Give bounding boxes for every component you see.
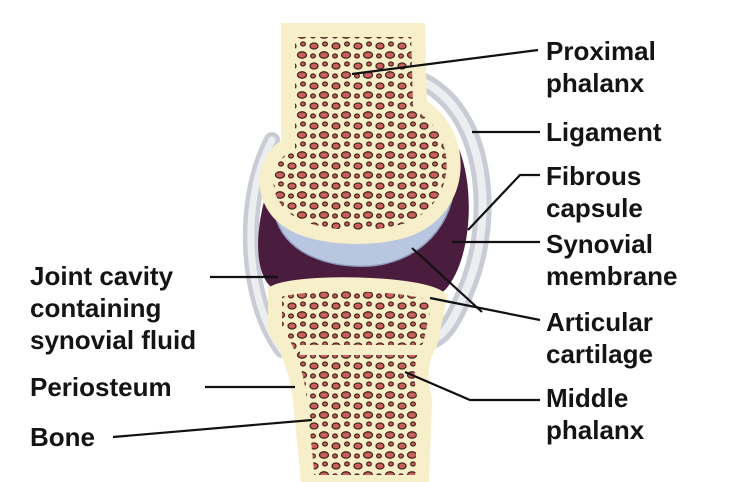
leader-lines (112, 48, 541, 439)
label-periosteum: Periosteum (30, 372, 172, 402)
leader-articular-cartilage-bottom (429, 296, 541, 322)
leader-middle-phalanx (404, 370, 540, 402)
leader-fibrous-capsule (467, 173, 540, 231)
label-synovial-membrane: Synovial membrane (546, 229, 678, 291)
label-proximal-phalanx: Proximal phalanx (546, 36, 656, 98)
label-ligament: Ligament (546, 117, 662, 147)
leader-articular-cartilage-top (411, 247, 483, 313)
middle-phalanx-bone (268, 277, 448, 482)
leader-bone (112, 418, 313, 439)
leader-proximal-phalanx (351, 48, 539, 76)
label-bone: Bone (30, 422, 95, 452)
label-middle-phalanx: Middle phalanx (546, 383, 645, 445)
label-fibrous-capsule: Fibrous capsule (546, 161, 643, 223)
label-joint-cavity: Joint cavity containing synovial fluid (30, 261, 197, 355)
label-articular-cartilage: Articular cartilage (546, 307, 653, 369)
